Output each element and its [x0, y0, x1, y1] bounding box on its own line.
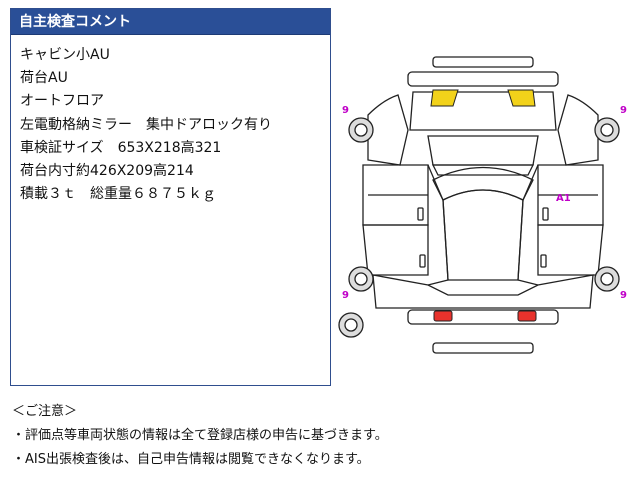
comment-line: 左電動格納ミラー 集中ドアロック有り: [20, 116, 272, 133]
mark-rear-right: 9: [620, 290, 627, 301]
notice-item: ・評価点等車両状態の情報は全て登録店様の申告に基づきます。: [12, 428, 388, 443]
front-right-light: [507, 89, 536, 107]
comment-line: 荷台内寸約426X209高214: [20, 162, 194, 179]
notice-item: ・AIS出張検査後は、自己申告情報は閲覧できなくなります。: [12, 452, 370, 467]
comment-lines: キャビン小AU 荷台AU オートフロア 左電動格納ミラー 集中ドアロック有り 車…: [20, 46, 272, 208]
comment-line: オートフロア: [20, 93, 104, 110]
comment-line: 荷台AU: [20, 70, 68, 87]
comment-line: 車検証サイズ 653X218高321: [20, 139, 222, 156]
rear-left-light: [433, 310, 453, 322]
mark-right-door: A1: [556, 193, 571, 204]
comment-line: キャビン小AU: [20, 47, 110, 63]
notice-section: ＜ご注意＞ ・評価点等車両状態の情報は全て登録店様の申告に基づきます。 ・AIS…: [12, 403, 388, 475]
mark-rear-left: 9: [342, 290, 349, 301]
mark-front-right: 9: [620, 105, 627, 116]
front-left-light: [430, 89, 459, 107]
rear-right-light: [517, 310, 537, 322]
vehicle-damage-diagram: 9 9 A1 9 9: [338, 56, 627, 354]
notice-heading: ＜ご注意＞: [12, 404, 78, 419]
inspection-comment-panel: 自主検査コメント キャビン小AU 荷台AU オートフロア 左電動格納ミラー 集中…: [10, 8, 331, 386]
comment-line: 積載３ｔ 総重量６８７５ｋｇ: [20, 186, 216, 203]
panel-title: 自主検査コメント: [11, 9, 330, 35]
mark-front-left: 9: [342, 105, 349, 116]
